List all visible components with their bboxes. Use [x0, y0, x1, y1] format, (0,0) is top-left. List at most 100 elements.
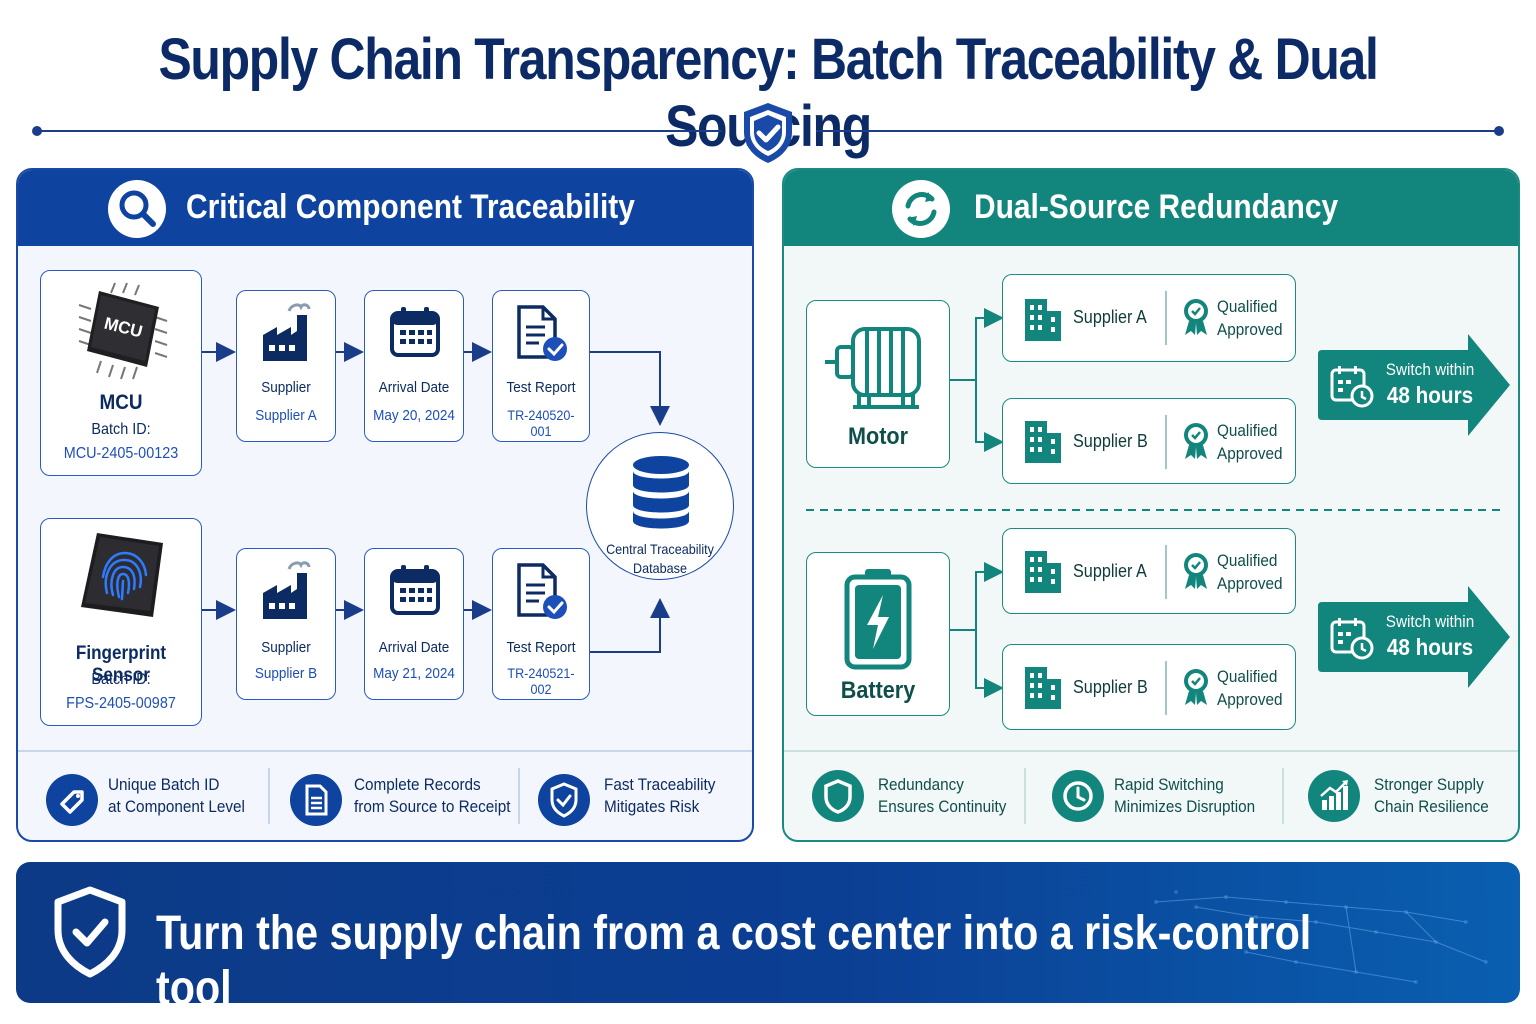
- factory-icon: [263, 561, 311, 619]
- clock-icon: [1052, 770, 1104, 822]
- status-qualified: Qualified: [1217, 297, 1278, 316]
- feature-line2: at Component Level: [108, 797, 245, 816]
- fingerprint-sensor-icon: [81, 533, 163, 617]
- switch-line1: Switch within: [1385, 612, 1475, 631]
- calendar-icon: [390, 565, 440, 615]
- test-report-id: TR-240521-002: [507, 665, 575, 697]
- status-qualified: Qualified: [1217, 551, 1278, 570]
- arrival-date-card: Arrival Date May 20, 2024: [364, 290, 464, 442]
- switch-time-arrow: Switch within 48 hours: [1318, 586, 1512, 688]
- feature-line2: Minimizes Disruption: [1114, 797, 1256, 816]
- feature-line1: Fast Traceability: [604, 775, 716, 794]
- component-name: Battery: [840, 677, 916, 704]
- feature-text: Redundancy Ensures Continuity: [878, 774, 1006, 818]
- switch-line2: 48 hours: [1386, 382, 1474, 408]
- feature-line2: Chain Resilience: [1374, 797, 1489, 816]
- card-separator: [1165, 661, 1167, 715]
- feature-line1: Rapid Switching: [1114, 775, 1224, 794]
- batch-id: MCU-2405-00123: [63, 445, 179, 462]
- redundancy-panel: Dual-Source Redundancy Motor: [782, 168, 1520, 842]
- divider-line-right: [816, 130, 1496, 132]
- supplier-value: Supplier A: [255, 407, 317, 424]
- tag-icon: [46, 774, 98, 826]
- qualification-status: Qualified Approved: [1217, 549, 1283, 595]
- bottom-banner: Turn the supply chain from a cost center…: [16, 862, 1520, 1003]
- status-approved: Approved: [1217, 690, 1283, 709]
- award-badge-icon: [1184, 299, 1208, 335]
- test-report-icon: [517, 305, 567, 361]
- footer-separator: [1282, 768, 1284, 824]
- supplier-label: Supplier: [261, 639, 311, 656]
- battery-icon: [844, 569, 912, 670]
- database-label-line2: Database: [633, 560, 687, 576]
- supplier-label: Supplier: [261, 379, 311, 396]
- search-icon: [119, 190, 156, 227]
- feature-line2: from Source to Receipt: [354, 797, 511, 816]
- supplier-card: Supplier B Qualified Approved: [1002, 398, 1296, 484]
- database-icon: [633, 456, 689, 529]
- arrival-date-value: May 21, 2024: [373, 665, 455, 682]
- redundancy-header: Dual-Source Redundancy: [784, 170, 1518, 246]
- qualification-status: Qualified Approved: [1217, 665, 1283, 711]
- central-database: Central Traceability Database: [586, 432, 734, 580]
- fingerprint-sensor-card: Fingerprint Sensor Batch ID: FPS-2405-00…: [40, 518, 202, 726]
- document-icon: [290, 774, 342, 826]
- feature-line1: Unique Batch ID: [108, 775, 220, 794]
- qualification-status: Qualified Approved: [1217, 419, 1283, 465]
- calendar-clock-icon: [1330, 618, 1374, 660]
- qualification-status: Qualified Approved: [1217, 295, 1283, 341]
- arrival-date-label: Arrival Date: [378, 379, 450, 396]
- motor-icon: [825, 327, 921, 409]
- test-report-id: TR-240520-001: [507, 407, 575, 439]
- supplier-name: Supplier B: [1073, 431, 1148, 451]
- shield-check-icon: [744, 103, 792, 163]
- switch-line2: 48 hours: [1386, 634, 1474, 660]
- arrival-date-value: May 20, 2024: [373, 407, 455, 424]
- feature-line1: Complete Records: [354, 775, 481, 794]
- batch-label: Batch ID:: [91, 671, 151, 688]
- footer-separator: [268, 768, 270, 824]
- component-name: Motor: [848, 423, 908, 450]
- footer-separator: [1024, 768, 1026, 824]
- supplier-card: Supplier B Qualified Approved: [1002, 644, 1296, 730]
- divider-dot-right: [1494, 126, 1504, 136]
- building-icon: [1025, 299, 1061, 341]
- card-separator: [1165, 415, 1167, 469]
- footer-separator: [518, 768, 520, 824]
- award-badge-icon: [1184, 423, 1208, 459]
- supplier-value: Supplier B: [254, 665, 318, 682]
- status-qualified: Qualified: [1217, 667, 1278, 686]
- banner-text: Turn the supply chain from a cost center…: [156, 907, 1312, 1003]
- traceability-header: Critical Component Traceability: [18, 170, 752, 246]
- feature-text: Fast Traceability Mitigates Risk: [604, 774, 715, 818]
- switch-line1: Switch within: [1385, 360, 1475, 379]
- supplier-card: Supplier Supplier A: [236, 290, 336, 442]
- factory-icon: [263, 303, 311, 361]
- feature-line2: Mitigates Risk: [604, 797, 700, 816]
- footer-divider: [18, 750, 752, 752]
- test-report-card: Test Report TR-240520-001: [492, 290, 590, 442]
- building-icon: [1025, 551, 1061, 593]
- traceability-title: Critical Component Traceability: [186, 188, 635, 226]
- calendar-clock-icon: [1330, 366, 1374, 408]
- divider-dot-left: [32, 126, 42, 136]
- award-badge-icon: [1184, 669, 1208, 705]
- test-report-icon: [517, 563, 567, 619]
- shield-check-icon: [538, 774, 590, 826]
- status-approved: Approved: [1217, 444, 1283, 463]
- supplier-name: Supplier B: [1073, 677, 1148, 697]
- flow-arrows: [202, 342, 670, 653]
- shield-check-icon: [54, 886, 126, 978]
- component-name: Fingerprint Sensor: [75, 643, 167, 686]
- status-approved: Approved: [1217, 320, 1283, 339]
- traceability-panel: Critical Component Traceability: [16, 168, 754, 842]
- test-report-card: Test Report TR-240521-002: [492, 548, 590, 700]
- calendar-icon: [390, 307, 440, 357]
- feature-text: Rapid Switching Minimizes Disruption: [1114, 774, 1255, 818]
- world-network-decoration: [1154, 890, 1488, 984]
- search-icon-circle: [108, 180, 166, 238]
- feature-line2: Ensures Continuity: [878, 797, 1007, 816]
- card-separator: [1165, 545, 1167, 599]
- building-icon: [1025, 667, 1061, 709]
- test-report-label: Test Report: [506, 379, 576, 396]
